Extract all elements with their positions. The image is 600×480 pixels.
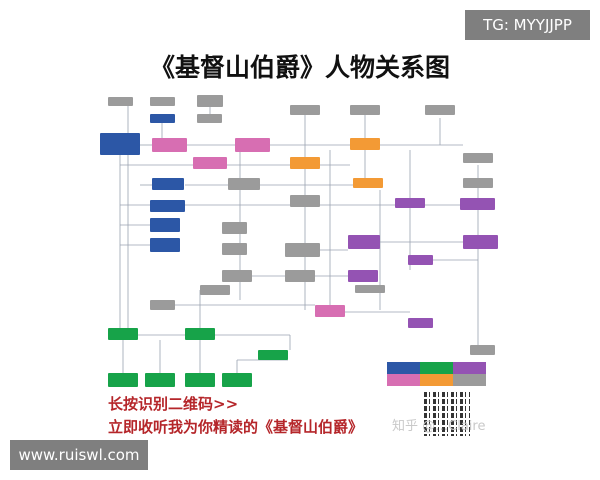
character-node <box>145 373 175 387</box>
tg-badge: TG: MYYJJPP <box>465 10 590 40</box>
character-node <box>470 345 495 355</box>
character-node <box>185 373 215 387</box>
character-node <box>463 178 493 188</box>
legend-swatch-orange <box>420 374 453 386</box>
character-node <box>408 255 433 265</box>
character-node <box>350 138 380 150</box>
legend-swatch-gray <box>453 374 486 386</box>
character-node <box>315 305 345 317</box>
legend-swatch-green <box>420 362 453 374</box>
character-node <box>235 138 270 152</box>
character-node <box>290 195 320 207</box>
character-node <box>350 105 380 115</box>
character-node <box>463 153 493 163</box>
character-node <box>353 178 383 188</box>
character-node <box>108 97 133 106</box>
watermark: 知乎 @…Claire <box>392 419 486 434</box>
qr-code[interactable] <box>424 390 470 436</box>
character-node <box>348 270 378 282</box>
character-node <box>222 373 252 387</box>
character-node <box>150 300 175 310</box>
character-node <box>197 95 223 107</box>
character-node <box>150 200 185 212</box>
page-title: 《基督山伯爵》人物关系图 <box>149 53 450 82</box>
character-node <box>355 285 385 293</box>
website-badge: www.ruiswl.com <box>10 440 148 470</box>
character-node <box>152 178 184 190</box>
connector-lines <box>119 100 479 373</box>
character-node <box>290 105 320 115</box>
color-legend <box>387 362 487 386</box>
character-node <box>222 243 247 255</box>
character-node <box>285 243 320 257</box>
cta-line-1: 长按识别二维码>> <box>108 395 239 413</box>
character-node <box>290 157 320 169</box>
character-node <box>395 198 425 208</box>
character-node <box>193 157 227 169</box>
character-node <box>222 222 247 234</box>
character-node <box>408 318 433 328</box>
legend-swatch-pink <box>387 374 420 386</box>
character-node <box>108 328 138 340</box>
character-node <box>100 133 140 155</box>
character-node <box>425 105 455 115</box>
legend-swatch-purple <box>453 362 486 374</box>
character-node <box>348 235 380 249</box>
character-node <box>150 238 180 252</box>
character-node <box>460 198 495 210</box>
cta-line-2: 立即收听我为你精读的《基督山伯爵》 <box>108 418 364 436</box>
character-node <box>152 138 187 152</box>
character-node <box>185 328 215 340</box>
character-node <box>150 218 180 232</box>
character-node <box>200 285 230 295</box>
character-node <box>222 270 252 282</box>
character-node <box>285 270 315 282</box>
character-node <box>228 178 260 190</box>
legend-swatch-blue <box>387 362 420 374</box>
character-node <box>463 235 498 249</box>
character-node <box>108 373 138 387</box>
character-node <box>150 97 175 106</box>
character-node <box>197 114 222 123</box>
relationship-diagram <box>95 88 505 388</box>
character-node <box>150 114 175 123</box>
character-node <box>258 350 288 360</box>
